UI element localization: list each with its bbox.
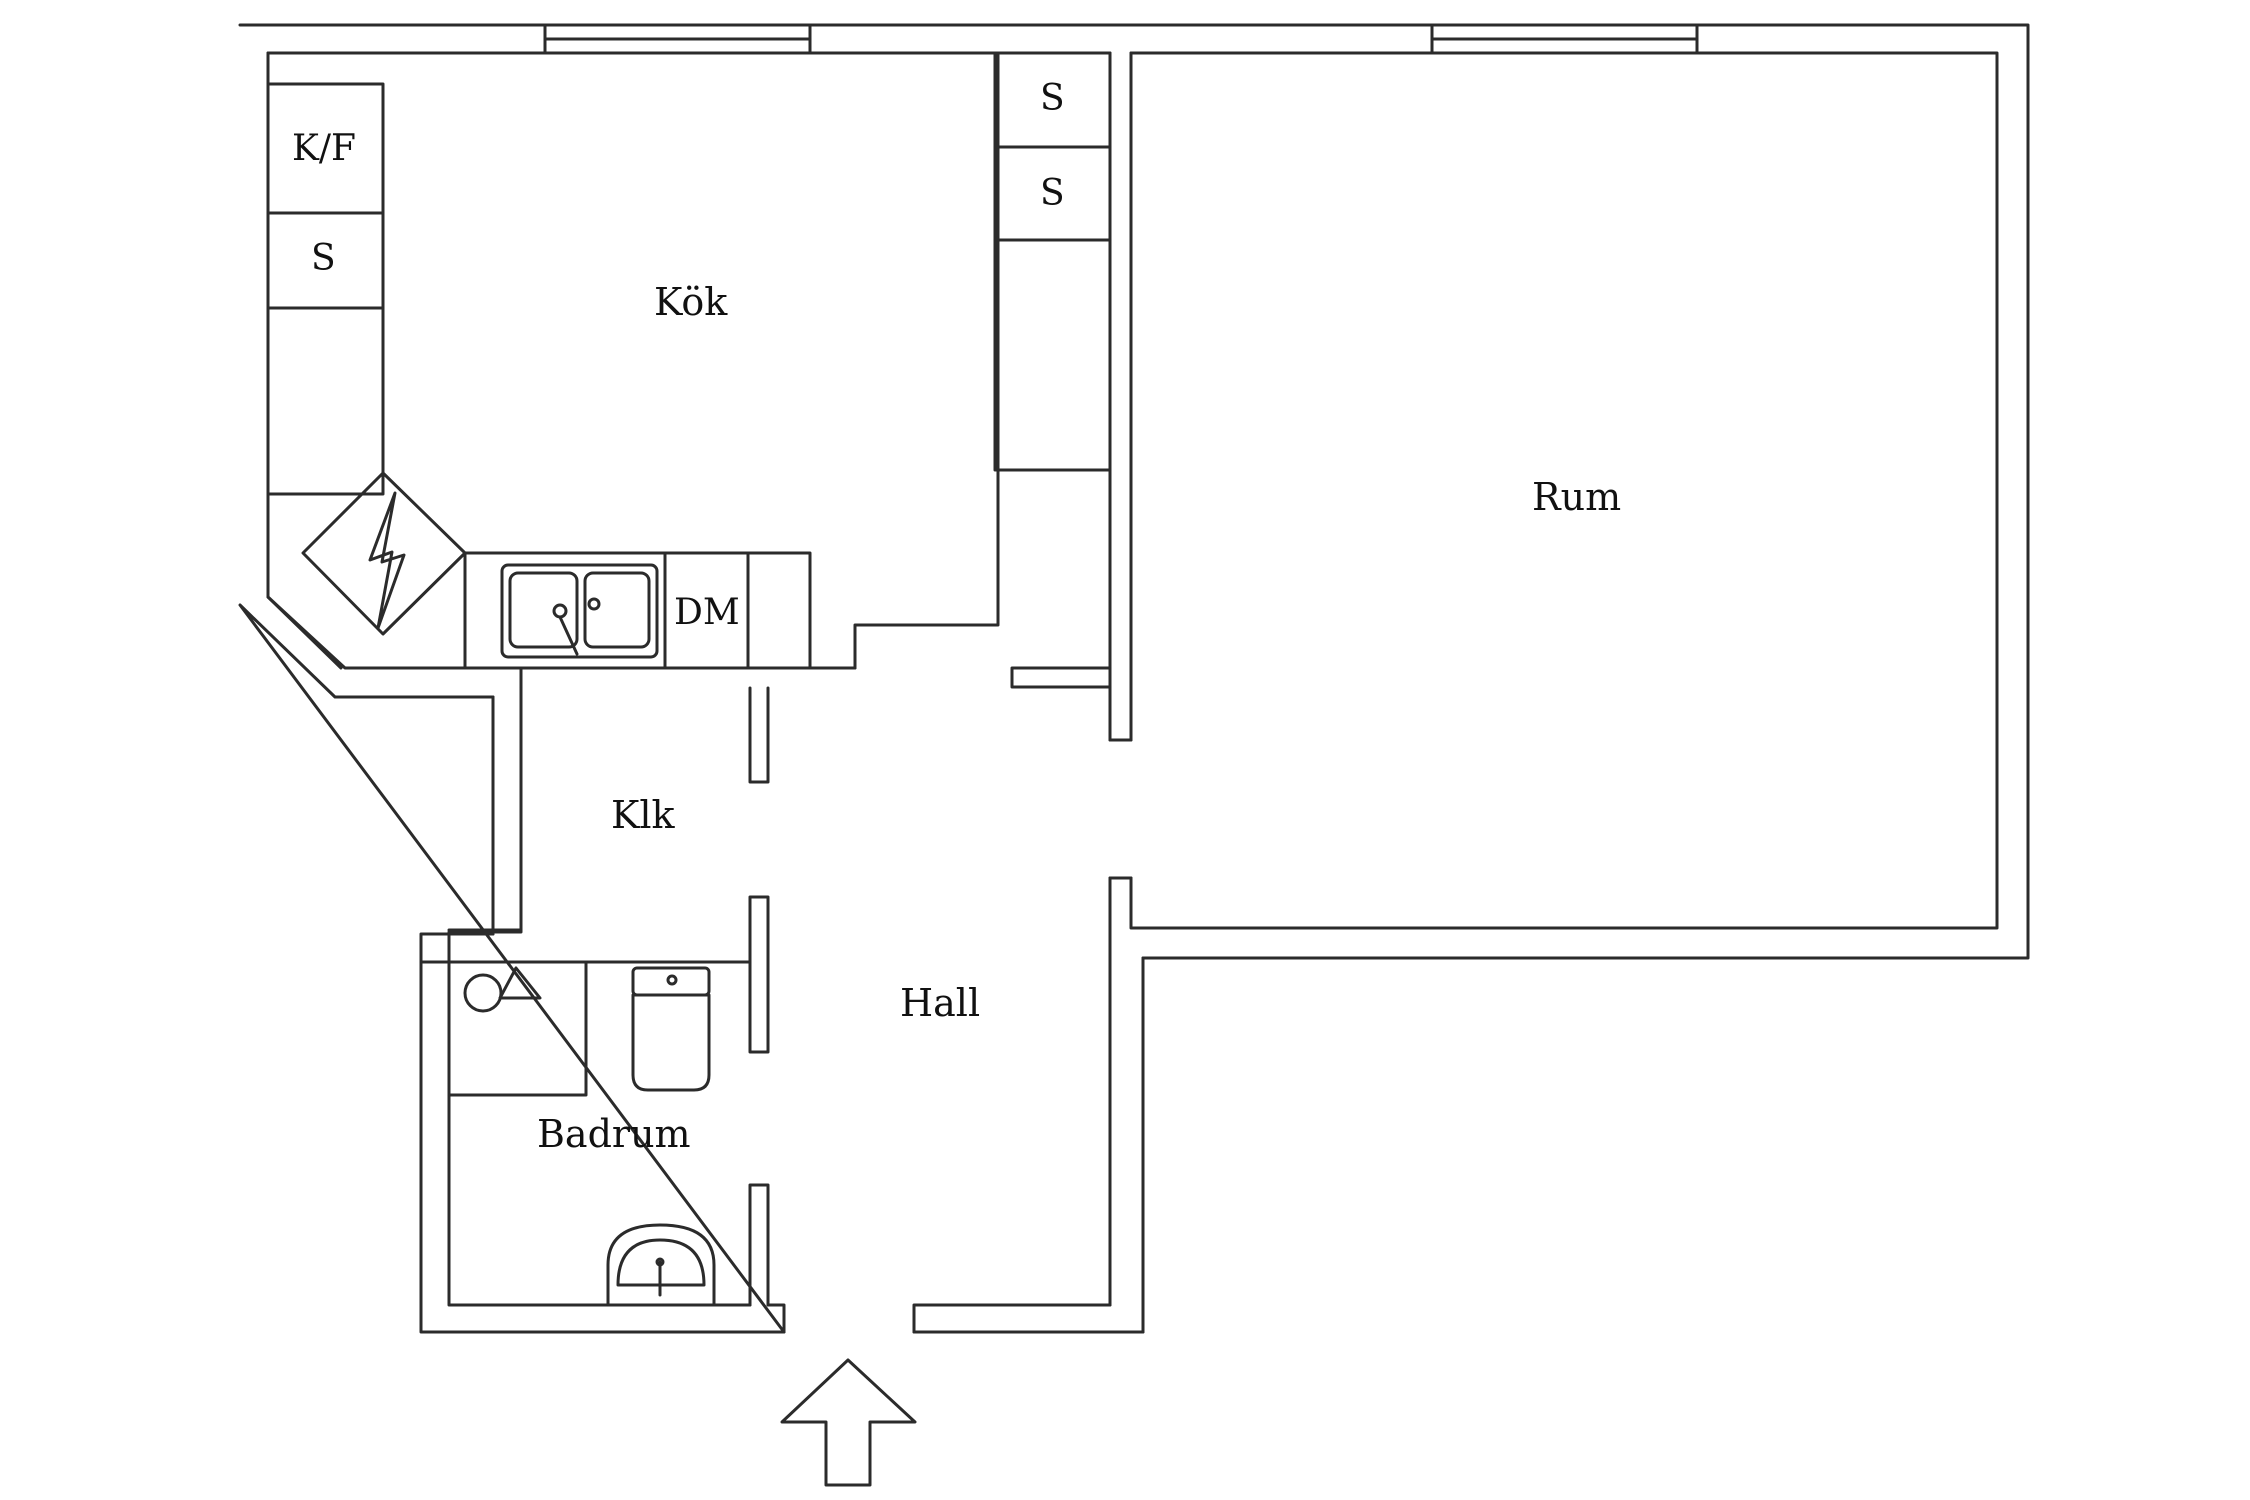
closet-wall <box>491 686 523 936</box>
fixture-label-dishwasher: DM <box>674 592 740 633</box>
room-label-living-room: Rum <box>1532 475 1621 519</box>
right-counter <box>993 51 1112 472</box>
room-label-kitchen: Kök <box>654 280 728 324</box>
hall-bottom-wall <box>766 1303 1112 1334</box>
outer-wall-outer-line <box>238 23 2030 1334</box>
shower-icon <box>463 966 542 1013</box>
fixture-label-cabinet-top: S <box>1040 78 1065 119</box>
room-label-hall: Hall <box>900 981 980 1025</box>
fixture-label-fridge-freezer: K/F <box>292 128 356 169</box>
washbasin-icon <box>606 1223 716 1307</box>
living-room-inner-outline <box>1129 51 1999 930</box>
kitchen-door-stub <box>1010 666 1112 689</box>
fixture-label-cabinet-left: S <box>311 238 336 279</box>
room-label-bathroom: Badrum <box>537 1112 691 1156</box>
fixture-label-cabinet-second: S <box>1040 173 1065 214</box>
stove-icon <box>301 471 467 636</box>
interior-partitions <box>447 686 1112 1334</box>
kitchen-walls <box>266 51 1133 742</box>
bathroom-door-lower-stub <box>748 1183 770 1307</box>
bathroom-door-upper-stub <box>748 895 770 1054</box>
kitchen-inner-outline <box>266 51 857 670</box>
outer-walls <box>238 23 2030 1334</box>
toilet-icon <box>631 966 711 1092</box>
labels: Kök Rum Klk Hall Badrum K/F S S S DM <box>292 78 1621 1156</box>
closet-door-stub <box>748 686 770 784</box>
double-sink-icon <box>500 563 659 659</box>
left-counter <box>266 82 385 496</box>
living-room-walls <box>1108 51 1999 1334</box>
bathroom-fixtures <box>447 960 716 1307</box>
kitchen-fixtures <box>266 51 1112 670</box>
entrance-arrow-icon <box>780 1358 917 1487</box>
shower-tray <box>447 960 588 1097</box>
bottom-counter <box>463 551 812 670</box>
room-label-closet: Klk <box>611 793 676 837</box>
